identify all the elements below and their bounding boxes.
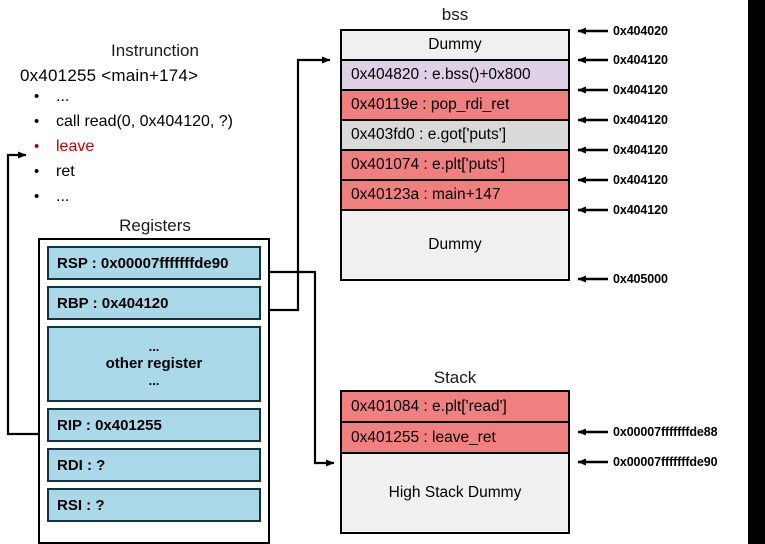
registers-caption: Registers	[119, 216, 191, 235]
bss-row-text: 0x401074 : e.plt['puts']	[351, 156, 506, 173]
stack-row-leave-ret: 0x401255 : leave_ret	[342, 423, 568, 454]
bss-row-text: Dummy	[428, 235, 482, 253]
instruction-list: • ... • call read(0, 0x404120, ?) • leav…	[34, 88, 284, 213]
stack-caption: Stack	[433, 368, 477, 387]
register-rbp: RBP : 0x404120	[47, 286, 261, 320]
stack-row-text: High Stack Dummy	[388, 483, 522, 501]
bullet-icon: •	[34, 163, 40, 180]
instruction-line-current: • leave	[34, 138, 284, 163]
instruction-line-text: ...	[56, 188, 70, 205]
register-rsi-label: RSI : ?	[57, 496, 105, 514]
bss-row-text: Dummy	[428, 36, 482, 53]
bss-row-main-147: 0x40123a : main+147	[342, 181, 568, 211]
bss-address-label: 0x405000	[613, 272, 668, 286]
register-other: ... other register ...	[47, 326, 261, 402]
bss-address-label: 0x404120	[613, 143, 668, 157]
stack-address-label: 0x00007fffffffde88	[613, 425, 718, 439]
bss-address-arrows	[577, 27, 608, 283]
register-rdi: RDI : ?	[47, 448, 261, 482]
register-rbp-label: RBP : 0x404120	[57, 294, 169, 312]
bss-row-pop-rdi-ret: 0x40119e : pop_rdi_ret	[342, 91, 568, 121]
instruction-line: • ...	[34, 188, 284, 213]
instruction-caption: Instrunction	[111, 41, 199, 60]
register-rsi: RSI : ?	[47, 488, 261, 522]
register-rdi-label: RDI : ?	[57, 456, 106, 474]
bullet-icon: •	[34, 88, 40, 105]
register-other-label: other register	[105, 355, 203, 372]
stack-row-text: 0x401255 : leave_ret	[351, 428, 496, 446]
bss-row-bss-addr: 0x404820 : e.bss()+0x800	[342, 61, 568, 91]
bss-row-dummy-bottom: Dummy	[342, 211, 568, 278]
stack-row-plt-read: 0x401084 : e.plt['read']	[342, 392, 568, 423]
bss-caption: bss	[441, 5, 469, 24]
bss-address-label: 0x404120	[613, 113, 668, 127]
bss-box: Dummy 0x404820 : e.bss()+0x800 0x40119e …	[340, 29, 570, 281]
instruction-line: • ret	[34, 163, 284, 188]
instruction-line-text: ret	[56, 163, 75, 180]
registers-box: RSP : 0x00007fffffffde90 RBP : 0x404120 …	[38, 238, 270, 544]
bss-row-dummy-top: Dummy	[342, 31, 568, 61]
right-edge-strip	[748, 0, 765, 544]
connector-rsp-to-stack	[270, 270, 335, 467]
instruction-line: • ...	[34, 88, 284, 113]
bss-address-label: 0x404120	[613, 173, 668, 187]
bss-row-text: 0x403fd0 : e.got['puts']	[351, 126, 506, 143]
bss-address-label: 0x404020	[613, 24, 668, 38]
instruction-line-text: leave	[56, 138, 95, 155]
instruction-line-text: ...	[56, 88, 70, 105]
stack-box: 0x401084 : e.plt['read'] 0x401255 : leav…	[340, 390, 570, 534]
bss-row-text: 0x40119e : pop_rdi_ret	[351, 96, 510, 113]
bss-row-text: 0x404820 : e.bss()+0x800	[351, 66, 531, 83]
stack-address-arrows	[577, 428, 608, 466]
register-rip-label: RIP : 0x401255	[57, 416, 162, 434]
bss-row-got-puts: 0x403fd0 : e.got['puts']	[342, 121, 568, 151]
register-rsp: RSP : 0x00007fffffffde90	[47, 246, 261, 280]
bss-address-label: 0x404120	[613, 203, 668, 217]
register-rip: RIP : 0x401255	[47, 408, 261, 442]
stack-row-text: 0x401084 : e.plt['read']	[351, 397, 507, 415]
bullet-icon: •	[34, 138, 40, 155]
register-other-dots-top: ...	[148, 339, 160, 354]
register-other-dots-bottom: ...	[148, 373, 160, 388]
bss-address-label: 0x404120	[613, 83, 668, 97]
bss-address-label: 0x404120	[613, 53, 668, 67]
bullet-icon: •	[34, 188, 40, 205]
register-rsp-label: RSP : 0x00007fffffffde90	[57, 254, 229, 272]
stack-address-label: 0x00007fffffffde90	[613, 455, 718, 469]
instruction-line-text: call read(0, 0x404120, ?)	[56, 113, 233, 130]
instruction-header: 0x401255 <main+174>	[20, 66, 199, 85]
bss-row-plt-puts: 0x401074 : e.plt['puts']	[342, 151, 568, 181]
instruction-line: • call read(0, 0x404120, ?)	[34, 113, 284, 138]
bullet-icon: •	[34, 113, 40, 130]
bss-row-text: 0x40123a : main+147	[351, 186, 501, 203]
stack-row-high-dummy: High Stack Dummy	[342, 454, 568, 531]
